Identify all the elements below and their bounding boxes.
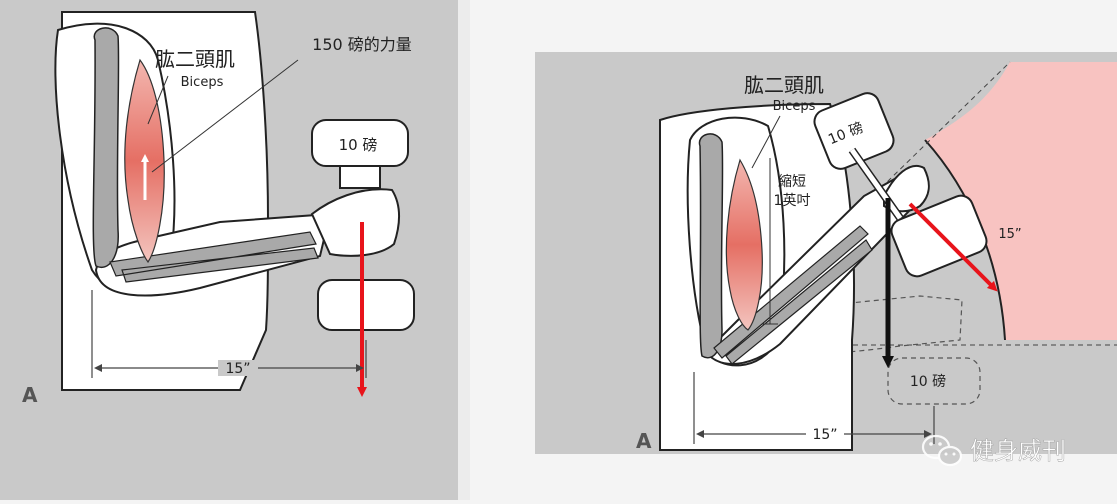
left-weight-label: 10 磅: [339, 136, 378, 154]
right-muscle-label-en: Biceps: [773, 99, 816, 114]
left-force-label: 150 磅的力量: [312, 35, 412, 54]
dumbbell-handle: [339, 165, 381, 189]
left-panel-letter: A: [22, 383, 38, 407]
right-dumbbell-top-plate: [813, 92, 895, 170]
ghost-dumbbell-plate: [887, 357, 981, 405]
left-distance-label: 15”: [225, 361, 250, 377]
right-forearm-bones: [713, 225, 873, 365]
arc-length-label: 15”: [998, 227, 1021, 242]
right-panel-letter: A: [636, 429, 652, 453]
watermark: 健身威刊: [921, 434, 1066, 467]
left-panel: 10 磅 肱二頭肌 Biceps 150 磅的力量 15” A: [0, 0, 470, 500]
left-distance-label-bg: [218, 360, 258, 376]
right-biceps-leader-line: [751, 115, 781, 169]
left-muscle-label: 肱二頭肌: [155, 47, 235, 71]
right-panel: 15” 10 磅 10 磅 縮短 1英吋: [535, 52, 1117, 454]
panel-divider: [458, 0, 470, 500]
right-dumbbell-handle-fill: [849, 148, 903, 220]
dumbbell-bottom-plate: [317, 279, 415, 331]
watermark-text: 健身威刊: [970, 437, 1066, 465]
motion-arc-sector: [925, 62, 1117, 340]
force-leader-line: [151, 59, 299, 173]
right-muscle-label: 肱二頭肌: [744, 73, 824, 97]
tangential-force-arrow: [908, 202, 998, 292]
shorten-label-line2: 1英吋: [774, 192, 811, 209]
shorten-label-line1: 縮短: [778, 174, 806, 190]
left-muscle-label-en: Biceps: [181, 75, 224, 90]
forearm-bones: [109, 231, 319, 283]
biceps-leader-line: [147, 75, 169, 125]
right-humerus-bone: [698, 133, 724, 359]
right-distance-label: 15”: [812, 427, 837, 443]
hand-outline: [310, 188, 400, 257]
wechat-icon: [921, 434, 963, 467]
ghost-weight-label: 10 磅: [910, 373, 946, 390]
right-distance-label-bg: [806, 426, 844, 442]
right-biceps-muscle: [725, 158, 763, 331]
humerus-bone: [92, 27, 120, 269]
